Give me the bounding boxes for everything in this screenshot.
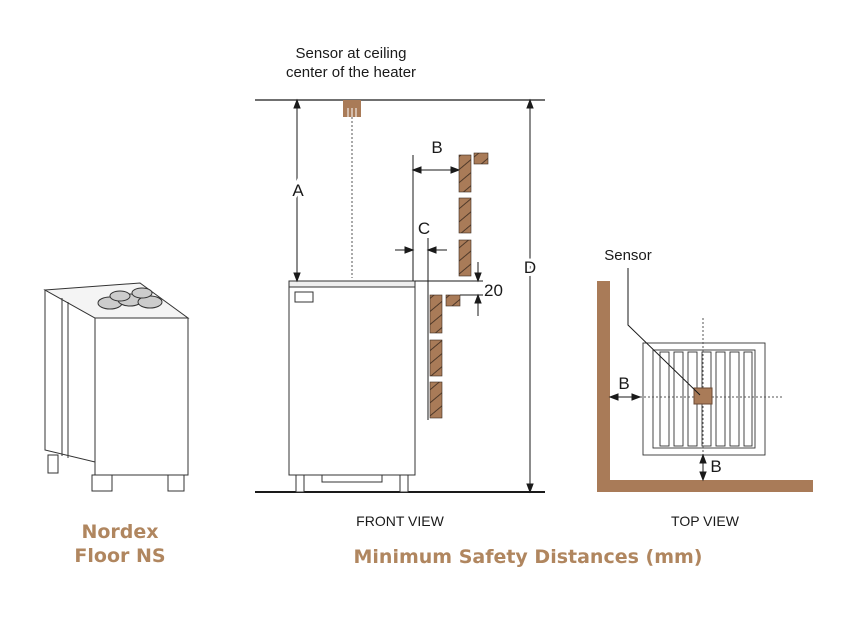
side-wall [597, 281, 610, 492]
product-name-line1: Nordex [81, 521, 158, 543]
sensor-ceiling-label-2: center of the heater [286, 64, 416, 81]
diagram-caption: Minimum Safety Distances (mm) [354, 546, 703, 568]
dimension-a-label: A [292, 181, 304, 200]
dimension-20-label: 20 [484, 281, 503, 300]
sensor-icon [693, 387, 713, 405]
top-view-label: TOP VIEW [671, 513, 740, 529]
back-wall [597, 480, 813, 492]
front-view-label: FRONT VIEW [356, 513, 444, 529]
dimension-c-label: C [418, 219, 430, 238]
dimension-b-label: B [431, 138, 442, 157]
front-view: Sensor at ceiling center of the heater A… [255, 45, 545, 529]
sensor-label: Sensor [604, 247, 652, 264]
sensor-ceiling-label-1: Sensor at ceiling [296, 45, 407, 62]
top-view: Sensor B B TOP VIEW [597, 247, 813, 529]
dimension-d-label: D [524, 258, 536, 277]
heater-front [288, 280, 416, 493]
ceiling-sensor-icon [343, 100, 361, 117]
top-b-side-label: B [618, 374, 629, 393]
wall-studs [429, 152, 489, 419]
top-b-back-label: B [710, 457, 721, 476]
heater-illustration [43, 282, 190, 492]
product-name-line2: Floor NS [74, 545, 165, 567]
